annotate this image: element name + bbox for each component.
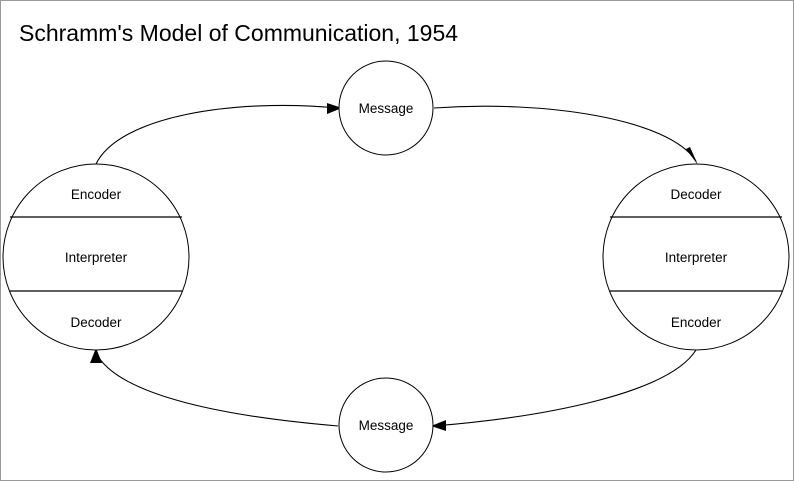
flow-left-encoder-to-top-message (95, 103, 342, 165)
arrow-head-icon (431, 420, 446, 431)
page-title: Schramm's Model of Communication, 1954 (19, 20, 458, 46)
top-message-label: Message (359, 101, 414, 116)
flow-path-encoder-to-message-top (95, 104, 339, 165)
left-communicator-node[interactable]: Encoder Interpreter Decoder (2, 163, 190, 351)
right-communicator-circle[interactable] (602, 163, 790, 351)
left-segment-decoder-label: Decoder (70, 315, 122, 330)
right-segment-encoder-label: Encoder (671, 315, 722, 330)
left-segment-encoder-label: Encoder (71, 187, 122, 202)
right-segment-decoder-label: Decoder (670, 187, 722, 202)
top-message-circle[interactable] (338, 60, 434, 156)
flow-path-message-bottom-to-decoder (95, 352, 339, 427)
flow-path-message-top-to-decoder (433, 105, 697, 162)
bottom-message-circle[interactable] (338, 377, 434, 473)
left-segment-interpreter-label: Interpreter (65, 250, 128, 265)
arrow-head-icon (686, 147, 698, 165)
flow-top-message-to-right-decoder (433, 105, 698, 165)
flow-path-encoder-to-message-bottom (433, 349, 697, 427)
flow-right-encoder-to-bottom-message (431, 349, 697, 431)
top-message-node[interactable]: Message (338, 60, 434, 156)
left-communicator-circle[interactable] (2, 163, 190, 351)
right-communicator-node[interactable]: Decoder Interpreter Encoder (602, 163, 790, 351)
right-segment-interpreter-label: Interpreter (665, 250, 728, 265)
bottom-message-node[interactable]: Message (338, 377, 434, 473)
arrow-head-icon (327, 103, 342, 114)
bottom-message-label: Message (359, 418, 414, 433)
arrow-head-icon (90, 348, 102, 363)
flow-bottom-message-to-left-decoder (90, 348, 339, 427)
